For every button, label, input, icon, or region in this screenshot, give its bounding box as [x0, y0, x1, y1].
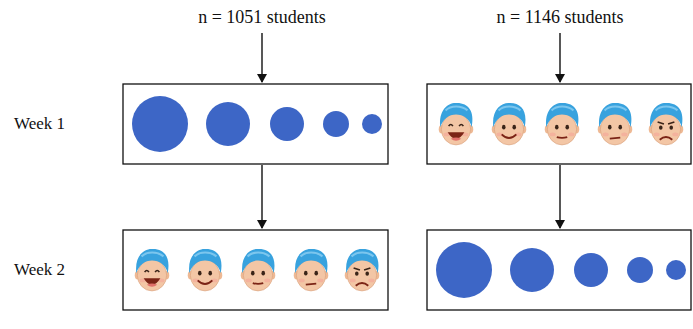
face-icon: [188, 249, 223, 291]
scale-box: [427, 230, 691, 310]
scale-box: [427, 84, 691, 164]
scale-box: [123, 230, 388, 310]
face-icon: [649, 103, 684, 145]
scale-circle: [362, 114, 382, 134]
face-icon: [492, 103, 527, 145]
scale-circle: [132, 96, 188, 152]
face-icon: [294, 249, 329, 291]
week-label: Week 2: [14, 260, 65, 280]
scale-circle: [627, 257, 653, 283]
scale-circle: [574, 253, 608, 287]
face-icon: [241, 249, 276, 291]
group-size-label: n = 1051 students: [198, 7, 326, 29]
down-arrow: [559, 165, 560, 228]
scale-circle: [206, 102, 250, 146]
scale-circle: [323, 111, 349, 137]
face-icon: [135, 249, 170, 291]
face-icon: [345, 249, 380, 291]
down-arrow: [261, 33, 262, 82]
face-icon: [545, 103, 580, 145]
group-size-label: n = 1146 students: [497, 7, 624, 29]
face-icon: [439, 103, 474, 145]
week-label: Week 1: [14, 114, 65, 134]
scale-circle: [270, 107, 304, 141]
face-icon: [598, 103, 633, 145]
scale-box: [123, 84, 388, 164]
scale-circle: [436, 242, 492, 298]
down-arrow: [261, 165, 262, 228]
scale-circle: [666, 260, 686, 280]
scale-circle: [510, 248, 554, 292]
down-arrow: [559, 33, 560, 82]
